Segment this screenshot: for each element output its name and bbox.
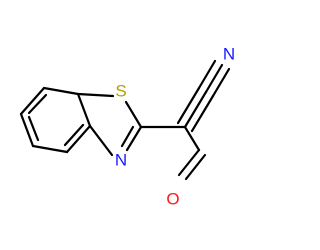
oxygen-atom-label: O <box>166 190 179 209</box>
bond <box>125 125 143 152</box>
bond <box>184 153 207 181</box>
bond <box>27 115 40 142</box>
structure-diagram: S N N O <box>19 45 235 209</box>
bond <box>76 92 115 98</box>
sulfur-atom-label: S <box>115 82 126 101</box>
bond <box>177 148 201 177</box>
bond <box>19 86 46 116</box>
bond <box>197 59 217 90</box>
bond <box>120 125 135 148</box>
bond <box>211 67 231 98</box>
bond <box>88 124 114 157</box>
bond <box>63 123 85 147</box>
bond <box>31 144 69 154</box>
structure-canvas: S N N O <box>19 45 235 209</box>
bond <box>183 90 208 129</box>
bond <box>190 94 215 133</box>
bond <box>176 86 201 125</box>
atom-labels: S N N O <box>115 45 235 209</box>
ring-nitrogen-atom-label: N <box>115 151 127 170</box>
bond <box>183 125 201 152</box>
bonds <box>19 86 215 181</box>
bond <box>76 92 92 128</box>
bond <box>27 93 48 115</box>
bond <box>42 86 80 96</box>
bond <box>65 124 92 154</box>
bond <box>124 100 143 129</box>
nitrile-nitrogen-atom-label: N <box>223 45 235 64</box>
nitrile-bond-upper <box>197 59 231 98</box>
bond <box>204 63 224 94</box>
bond <box>19 112 35 148</box>
